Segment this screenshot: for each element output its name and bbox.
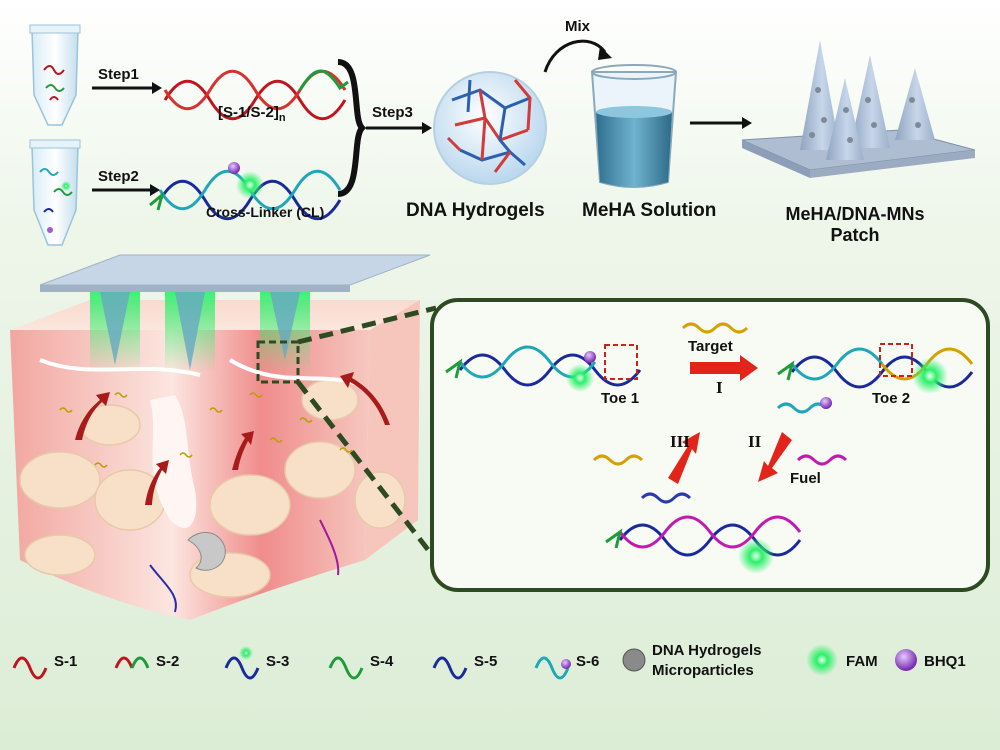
mix-arrow	[543, 39, 607, 73]
polymer-duplex	[163, 69, 349, 121]
target-strand	[681, 322, 749, 334]
applied-patch	[39, 254, 431, 372]
polymer-label: [S-1/S-2]n	[218, 104, 286, 124]
arrow-step-ii	[758, 432, 792, 482]
legend-fam-label: FAM	[846, 653, 878, 670]
zoom-box	[256, 340, 300, 384]
toe2-label: Toe 2	[872, 390, 911, 407]
step-i-label: I	[716, 378, 723, 397]
arrow-step-i	[690, 355, 758, 381]
recycled-target-strand	[592, 454, 644, 466]
fuel-label: Fuel	[790, 470, 821, 487]
dna-hydrogel-sphere	[433, 71, 547, 185]
legend-s1-label: S-1	[54, 653, 78, 670]
tube-step1	[29, 24, 81, 126]
legend-s4-label: S-4	[370, 653, 394, 670]
mix-label: Mix	[565, 18, 591, 35]
duplex-final	[605, 515, 802, 574]
arrow-step-iii	[668, 432, 700, 484]
legend-s4-swatch	[328, 656, 364, 680]
tube-step2	[29, 139, 81, 246]
duplex-toe1	[445, 344, 642, 392]
patch-arrow	[690, 117, 752, 129]
legend-s1-swatch	[12, 656, 48, 680]
meha-solution-label: MeHA Solution	[582, 200, 717, 221]
cross-linker-label: Cross-Linker (CL)	[206, 204, 325, 220]
legend-microparticle-swatch	[622, 648, 646, 672]
legend-s2-label: S-2	[156, 653, 180, 670]
fuel-strand	[796, 454, 848, 466]
patch-label: MeHA/DNA-MNs Patch	[785, 204, 925, 245]
microneedle-patch	[741, 40, 976, 178]
legend-s5-swatch	[432, 656, 468, 680]
target-label: Target	[688, 338, 733, 355]
dna-hydrogels-label: DNA Hydrogels	[406, 200, 545, 221]
legend-bhq1-label: BHQ1	[924, 653, 966, 670]
duplex-toe2	[777, 343, 974, 394]
cross-linker-duplex	[149, 162, 342, 221]
legend-s6-swatch	[534, 656, 570, 680]
step1-label: Step1	[98, 66, 139, 83]
recycled-blue-strand	[640, 492, 692, 504]
legend	[12, 644, 917, 680]
legend-s2-swatch	[114, 656, 134, 669]
legend-s5-label: S-5	[474, 653, 498, 670]
legend-fam-swatch	[806, 644, 838, 676]
legend-microparticles-label: DNA Hydrogels Microparticles	[652, 642, 762, 679]
legend-bhq1-swatch	[895, 649, 917, 671]
meha-beaker	[590, 64, 678, 188]
legend-s6-label: S-6	[576, 653, 600, 670]
released-quencher-strand	[776, 397, 832, 414]
step2-arrow	[92, 184, 160, 196]
step1-arrow	[92, 82, 162, 94]
step3-label: Step3	[372, 104, 413, 121]
step-iii-label: III	[670, 432, 690, 451]
toe1-label: Toe 1	[601, 390, 640, 407]
merge-brace	[337, 59, 367, 197]
legend-s3-swatch	[224, 656, 260, 680]
step3-arrow	[366, 122, 432, 134]
step2-label: Step2	[98, 168, 139, 185]
legend-s3-label: S-3	[266, 653, 290, 670]
step-ii-label: II	[748, 432, 762, 451]
